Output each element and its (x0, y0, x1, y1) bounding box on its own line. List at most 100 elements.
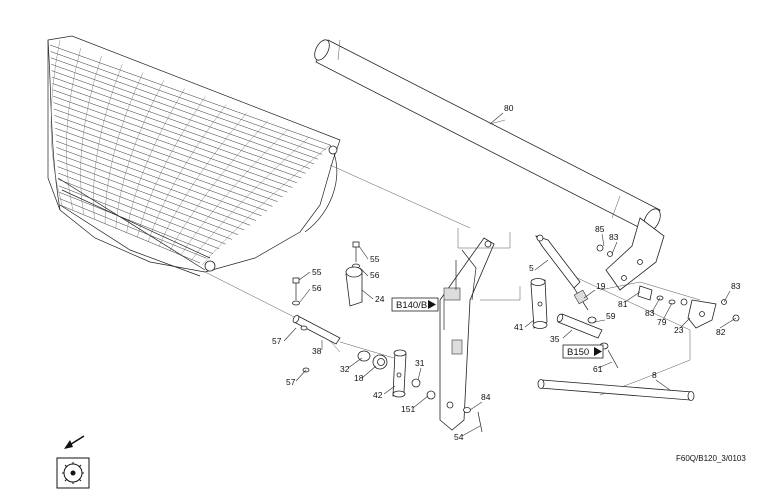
leader-line (412, 395, 429, 409)
callout-55: 55 (370, 254, 380, 264)
grate-rib (201, 144, 331, 266)
grate-bar (50, 51, 327, 150)
grate-bar (49, 44, 331, 146)
callout-85: 85 (595, 224, 605, 234)
grate-bar (51, 76, 310, 169)
leader-line (295, 369, 307, 382)
leader-line (299, 288, 311, 303)
callout-151: 151 (401, 404, 415, 414)
grate-bar (51, 70, 315, 165)
callout-24: 24 (375, 294, 385, 304)
leader-line (524, 319, 535, 328)
grate-bar (57, 159, 245, 231)
leader-line (655, 379, 671, 391)
leader-line (283, 327, 297, 342)
rod-8 (537, 379, 695, 401)
concave-grate (47, 35, 341, 277)
leader-line (361, 289, 374, 300)
grate-rib (80, 56, 102, 215)
grate-rib (126, 88, 185, 233)
plate-42 (392, 349, 407, 398)
concave-symbol-icon (56, 457, 90, 489)
leader-line (562, 329, 573, 339)
grate-bar (58, 179, 226, 245)
callout-84: 84 (481, 392, 491, 402)
ref-box-b140[interactable]: B140/B (391, 297, 439, 312)
callout-82: 82 (716, 327, 726, 337)
leader-line (534, 259, 549, 271)
shaft-35 (556, 313, 619, 369)
callout-54: 54 (454, 432, 464, 442)
leader-line (359, 267, 369, 277)
leader-line (583, 289, 596, 299)
grate-bar (53, 108, 288, 193)
leader-line (611, 241, 618, 255)
callout-83: 83 (731, 281, 741, 291)
drawing-reference: F60Q/B120_3/0103 (676, 454, 746, 463)
ref-box-b150[interactable]: B150 (562, 344, 604, 359)
bracket-23 (680, 298, 740, 329)
grate-bar (57, 172, 232, 240)
grate-rib (169, 120, 268, 252)
grate-rib (191, 136, 310, 261)
callout-35: 35 (550, 334, 560, 344)
leader-line (651, 297, 661, 313)
arrow-right-icon (428, 300, 436, 309)
callout-56: 56 (370, 270, 380, 280)
grate-bar (54, 121, 278, 202)
grate-rib (115, 80, 165, 229)
grate-bar (59, 198, 207, 259)
plate-41 (530, 278, 548, 329)
grate-bar (52, 83, 306, 174)
grate-bar (52, 89, 302, 179)
leader-line (361, 365, 377, 379)
grate-rib (66, 48, 81, 210)
bolts-left (292, 241, 360, 373)
leader-line (469, 401, 483, 411)
callout-61: 61 (593, 364, 603, 374)
callout-80: 80 (504, 103, 514, 113)
callout-32: 32 (340, 364, 350, 374)
leader-line (597, 361, 613, 369)
leader-line (383, 385, 396, 395)
callout-59: 59 (606, 311, 616, 321)
leader-line (719, 317, 737, 329)
grate-rib (180, 128, 289, 256)
grate-bar (53, 102, 293, 188)
grate-bar (55, 134, 268, 212)
leader-line (593, 319, 606, 323)
callout-labels: 80 85 83 83 83 82 79 23 81 5 19 41 59 35… (272, 103, 741, 442)
arrow-right-icon (594, 347, 602, 356)
pin-54 (463, 407, 483, 433)
grate-rib (147, 104, 227, 242)
grate-bar (50, 57, 323, 155)
link-5 (535, 234, 589, 311)
small-parts-81 (637, 285, 676, 305)
leader-line (723, 290, 731, 303)
callout-38: 38 (312, 346, 322, 356)
grate-bar (56, 147, 256, 221)
callout-83: 83 (645, 308, 655, 318)
grate-bar (59, 204, 201, 264)
leader-line (662, 302, 673, 321)
grate-bar (55, 140, 262, 217)
callout-57: 57 (286, 377, 296, 387)
grate-rib (137, 96, 206, 238)
tube-80 (314, 39, 661, 233)
leader-line (461, 425, 481, 437)
leader-line (624, 291, 641, 303)
callout-56: 56 (312, 283, 322, 293)
grate-rib (50, 39, 63, 206)
callout-57: 57 (272, 336, 282, 346)
svg-text:B150: B150 (567, 347, 589, 358)
callout-19: 19 (596, 281, 606, 291)
callout-81: 81 (618, 299, 628, 309)
clamp-24 (345, 266, 363, 307)
leader-line (358, 245, 369, 260)
callout-18: 18 (354, 373, 364, 383)
callout-5: 5 (529, 263, 534, 273)
grate-bar (51, 63, 319, 160)
leader-line (679, 317, 691, 329)
